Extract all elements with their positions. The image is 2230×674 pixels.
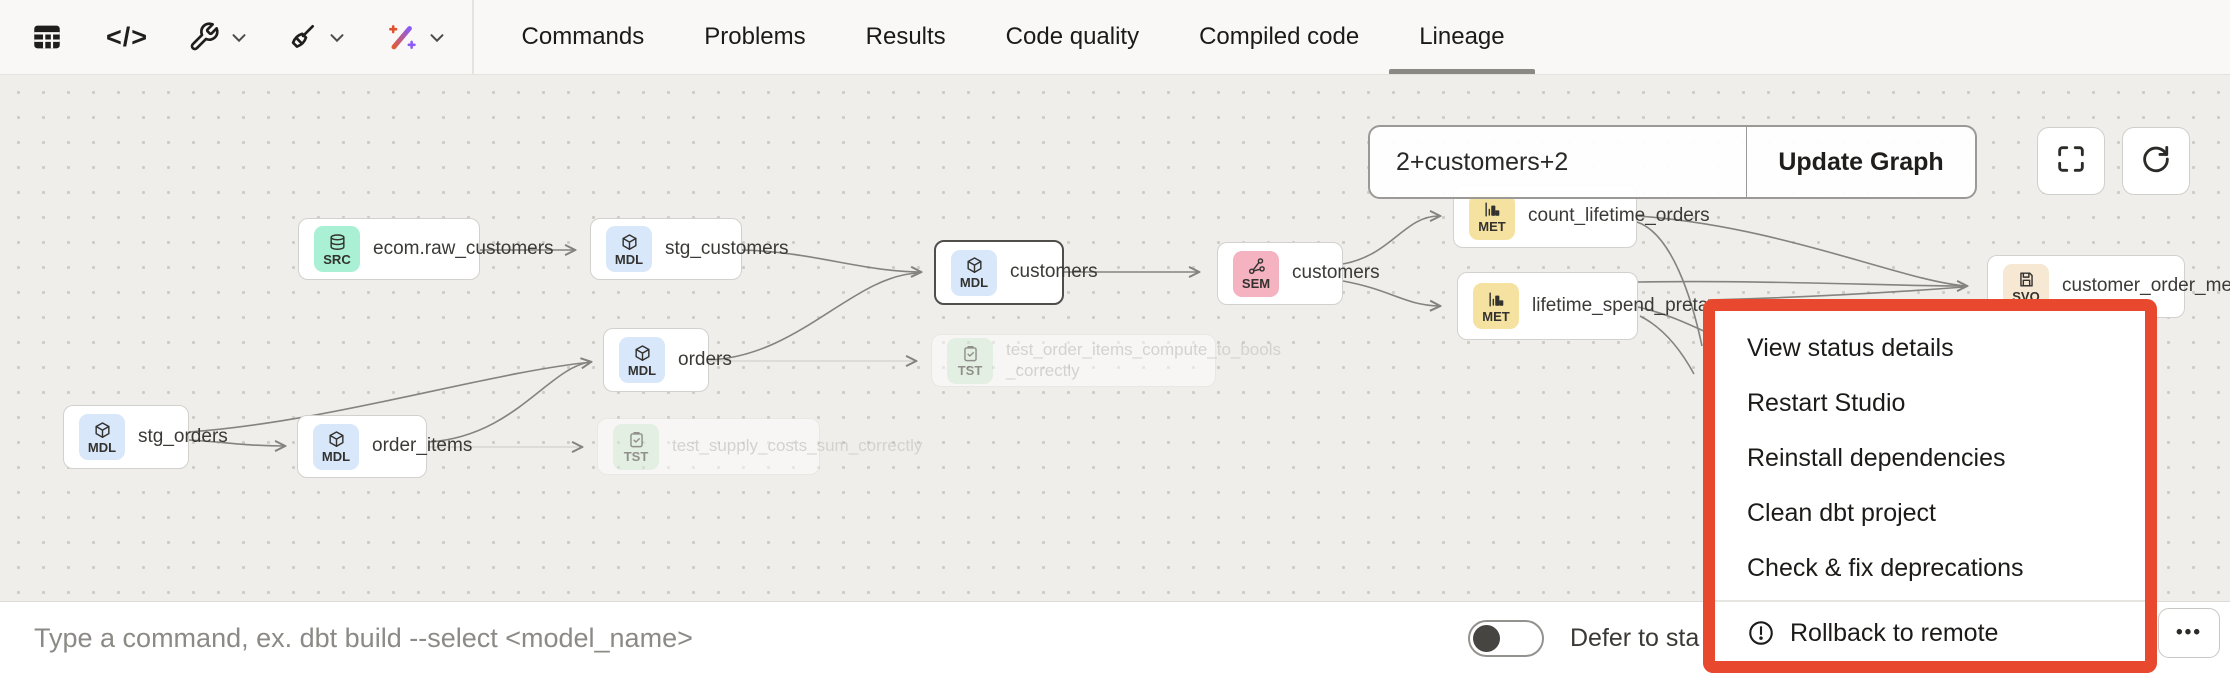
tst-badge-icon: TST	[613, 423, 659, 470]
code-view-button[interactable]: </>	[106, 22, 148, 53]
lineage-edge	[1636, 215, 1967, 287]
sem-badge-icon: SEM	[1233, 250, 1279, 297]
lineage-node-customers-model[interactable]: MDL customers	[934, 240, 1098, 305]
tab-code-quality[interactable]: Code quality	[1005, 23, 1140, 50]
lineage-edge	[708, 272, 919, 361]
node-label: stg_customers	[665, 237, 789, 259]
lineage-edge	[188, 439, 284, 446]
lineage-node-stg-orders[interactable]: MDL stg_orders	[63, 405, 228, 469]
tst-badge-icon: TST	[947, 337, 993, 384]
src-badge-icon: SRC	[314, 226, 360, 272]
lineage-edge	[1707, 286, 1965, 301]
defer-controls: Defer to sta	[1468, 602, 1699, 674]
build-tools-button[interactable]	[188, 21, 250, 53]
lineage-edge	[741, 249, 920, 272]
menu-item-reinstall-dependencies[interactable]: Reinstall dependencies	[1747, 444, 2006, 472]
tab-results[interactable]: Results	[865, 23, 946, 50]
chevron-down-icon[interactable]	[426, 26, 448, 48]
lineage-edge	[1637, 306, 1707, 333]
lineage-edge	[188, 361, 593, 433]
mdl-badge-icon: MDL	[619, 337, 665, 383]
menu-item-label: Rollback to remote	[1790, 618, 1999, 647]
lineage-node-lifetime-spend-pretax[interactable]: MET lifetime_spend_pretax	[1457, 272, 1718, 340]
tab-compiled-code[interactable]: Compiled code	[1199, 23, 1360, 50]
toolbar-divider	[472, 0, 474, 74]
graph-filter-bar: 2+customers+2 Update Graph	[1368, 125, 1977, 199]
lineage-edge	[1637, 282, 1966, 286]
toolbar: </>	[0, 0, 2230, 75]
lineage-node-stg-customers[interactable]: MDL stg_customers	[590, 218, 789, 280]
lineage-node-order-items[interactable]: MDL order_items	[297, 415, 472, 478]
table-view-button[interactable]	[30, 20, 64, 54]
lineage-edge	[1639, 315, 1695, 375]
magic-wand-icon	[384, 20, 418, 54]
more-options-button[interactable]: •••	[2158, 608, 2220, 658]
tab-problems[interactable]: Problems	[704, 23, 806, 50]
node-label: test_supply_costs_sum_correctly	[672, 436, 923, 456]
chevron-down-icon[interactable]	[326, 26, 348, 48]
node-label: count_lifetime_orders	[1528, 205, 1710, 227]
lineage-edge	[1342, 216, 1439, 265]
graph-filter-input[interactable]: 2+customers+2	[1370, 127, 1747, 197]
fullscreen-button[interactable]	[2037, 127, 2105, 195]
lineage-node-test-order-items-compute-to-bools-correctly[interactable]: TST test_order_items_compute_to_bools_cor…	[931, 334, 1281, 387]
tab-commands[interactable]: Commands	[521, 23, 645, 50]
node-label: customers	[1292, 262, 1380, 284]
lineage-node-orders[interactable]: MDL orders	[603, 328, 732, 392]
defer-label: Defer to sta	[1570, 624, 1700, 652]
met-badge-icon: MET	[1473, 283, 1519, 329]
node-label: stg_orders	[138, 425, 228, 447]
tab-lineage[interactable]: Lineage	[1389, 0, 1536, 74]
table-icon	[30, 20, 64, 54]
alert-icon	[1747, 619, 1775, 647]
fullscreen-icon	[2054, 142, 2088, 181]
command-input[interactable]: Type a command, ex. dbt build --select <…	[34, 622, 693, 653]
wrench-icon	[188, 21, 220, 53]
mdl-badge-icon: MDL	[79, 414, 125, 460]
mdl-badge-icon: MDL	[606, 226, 652, 272]
node-label: test_order_items_compute_to_bools_correc…	[1006, 340, 1281, 380]
lineage-edge	[1342, 280, 1439, 306]
mdl-badge-icon: MDL	[313, 423, 359, 470]
met-badge-icon: MET	[1469, 193, 1515, 240]
menu-item-view-status-details[interactable]: View status details	[1747, 334, 1954, 362]
lineage-node-ecom-raw-customers[interactable]: SRC ecom.raw_customers	[298, 218, 554, 280]
chevron-down-icon[interactable]	[228, 26, 250, 48]
node-label: ecom.raw_customers	[373, 237, 554, 259]
broom-icon	[286, 21, 318, 53]
menu-item-check-fix-deprecations[interactable]: Check & fix deprecations	[1747, 554, 2024, 582]
mdl-badge-icon: MDL	[951, 249, 997, 296]
tab-bar: Commands Problems Results Code quality Compi…	[521, 0, 1536, 74]
refresh-button[interactable]	[2122, 127, 2190, 195]
toggle-knob	[1473, 625, 1500, 652]
node-label: lifetime_spend_pretax	[1532, 294, 1718, 316]
lineage-edges	[188, 74, 2230, 601]
refresh-icon	[2139, 142, 2173, 181]
ai-assist-button[interactable]	[384, 20, 448, 54]
update-graph-button[interactable]: Update Graph	[1778, 147, 1944, 176]
lineage-node-test-supply-costs-sum-correctly[interactable]: TST test_supply_costs_sum_correctly	[597, 418, 922, 475]
menu-item-restart-studio[interactable]: Restart Studio	[1747, 389, 1906, 417]
menu-item-rollback-to-remote[interactable]: Rollback to remote	[1715, 606, 2145, 661]
code-icon: </>	[106, 21, 149, 52]
node-label: customers	[1010, 261, 1098, 283]
lineage-edge	[1636, 221, 1703, 347]
defer-toggle[interactable]	[1468, 620, 1544, 657]
menu-divider	[1715, 600, 2145, 602]
node-label: customer_order_metrics	[2062, 275, 2230, 297]
menu-item-clean-dbt-project[interactable]: Clean dbt project	[1747, 499, 1937, 527]
node-label: orders	[678, 348, 732, 370]
lineage-node-customers-semantic[interactable]: SEM customers	[1217, 242, 1380, 305]
clean-tools-button[interactable]	[286, 21, 348, 53]
node-label: order_items	[372, 435, 473, 457]
lineage-edge	[428, 362, 590, 443]
